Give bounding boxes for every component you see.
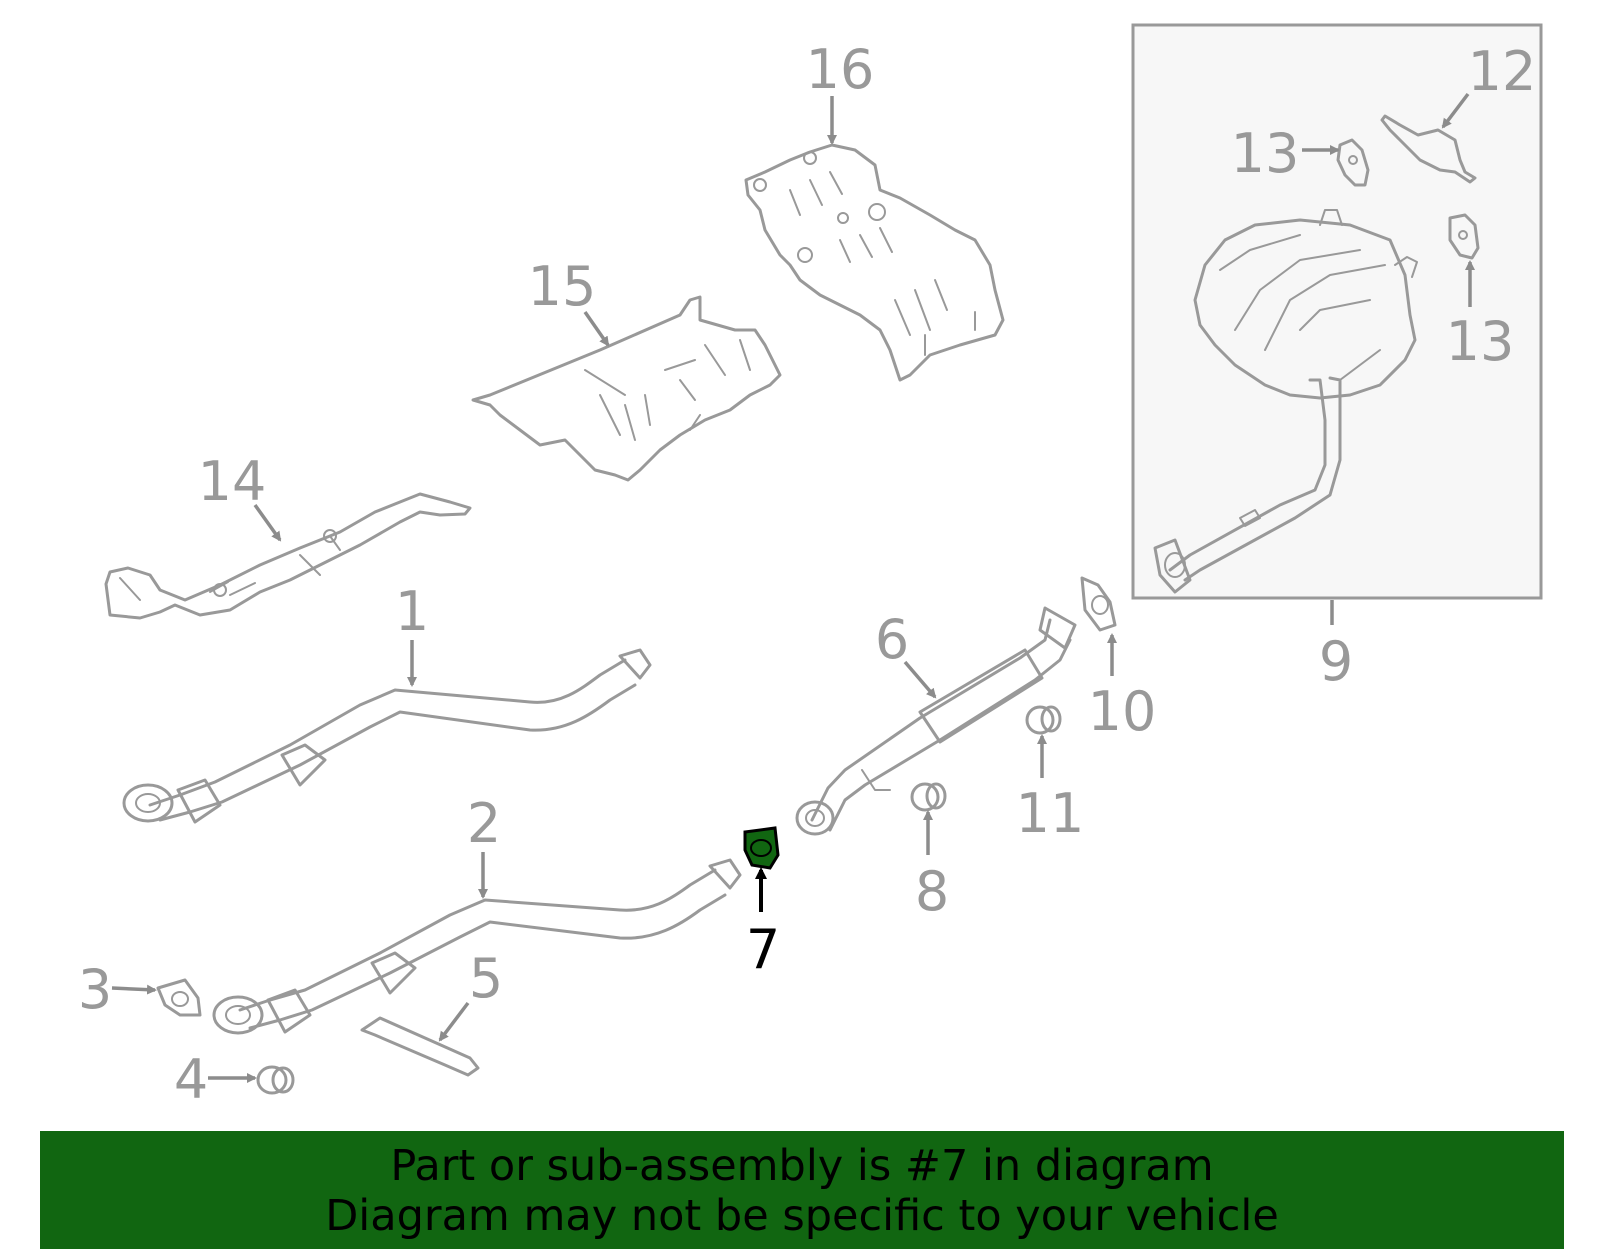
part-9-muffler xyxy=(1153,209,1418,594)
arrow-14 xyxy=(253,503,282,542)
arrow-6 xyxy=(903,660,937,699)
callout-2: 2 xyxy=(467,792,501,855)
arrow-3 xyxy=(111,984,157,995)
banner-line-1: Part or sub-assembly is #7 in diagram xyxy=(390,1141,1214,1191)
callout-3: 3 xyxy=(78,958,112,1021)
info-banner: Part or sub-assembly is #7 in diagram Di… xyxy=(40,1131,1564,1249)
part-13-hanger-a xyxy=(1336,138,1370,187)
arrow-15 xyxy=(583,310,610,347)
part-1-front-pipe xyxy=(122,648,652,824)
part-8-rubber-hanger xyxy=(910,782,947,812)
part-2-front-pipe xyxy=(212,858,742,1035)
part-15-heat-shield xyxy=(471,295,782,482)
part-3-gasket xyxy=(156,978,202,1017)
arrow-5 xyxy=(438,1001,470,1042)
part-5-bracket xyxy=(360,1016,480,1077)
muffler-assembly-box xyxy=(1131,23,1543,600)
callout-11: 11 xyxy=(1016,782,1085,845)
banner-line-2: Diagram may not be specific to your vehi… xyxy=(325,1191,1279,1241)
arrow-12 xyxy=(1441,92,1470,129)
callout-16: 16 xyxy=(806,38,875,101)
part-16-heat-shield xyxy=(744,143,1005,382)
part-6-center-pipe xyxy=(795,606,1077,836)
callout-10: 10 xyxy=(1088,680,1157,743)
part-12-bracket xyxy=(1380,114,1477,184)
part-11-rubber-hanger xyxy=(1025,705,1062,735)
callout-4: 4 xyxy=(174,1048,208,1111)
part-10-gasket xyxy=(1080,576,1117,632)
callout-7: 7 xyxy=(746,918,780,981)
callout-14: 14 xyxy=(198,450,267,513)
callout-13-b: 13 xyxy=(1446,310,1515,373)
callout-1: 1 xyxy=(395,580,429,643)
callout-8: 8 xyxy=(915,860,949,923)
callout-12: 12 xyxy=(1468,40,1537,103)
part-4-rubber-hanger xyxy=(256,1065,295,1095)
part-14-heat-shield-bracket xyxy=(104,492,472,620)
part-13-hanger-b xyxy=(1448,213,1480,260)
callout-9: 9 xyxy=(1319,630,1353,693)
callout-5: 5 xyxy=(469,947,503,1010)
callout-13-a: 13 xyxy=(1231,122,1300,185)
callout-6: 6 xyxy=(875,608,909,671)
part-7-gasket-highlighted xyxy=(743,826,780,870)
callout-15: 15 xyxy=(528,255,597,318)
